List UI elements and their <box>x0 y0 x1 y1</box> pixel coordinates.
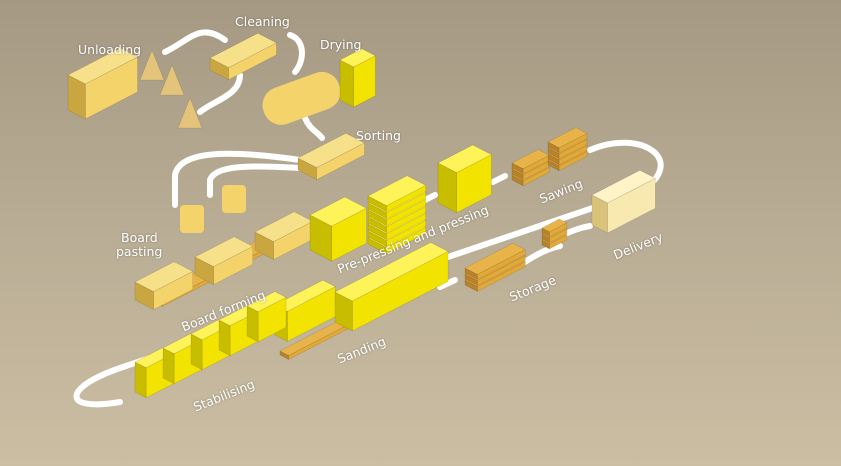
stabilising-block-2-end-face <box>190 333 203 371</box>
cone-2 <box>159 64 185 96</box>
stabilising-block-4-top-face <box>246 291 287 313</box>
label-board-pasting-1: Board <box>121 230 158 245</box>
sawing-to-stack-arrow <box>522 243 563 265</box>
paste-silo-1 <box>222 185 246 213</box>
cleaning-machine-top-face <box>209 32 278 68</box>
prepress-block-top-face <box>309 196 368 227</box>
dryer-burner-end-face <box>339 59 354 108</box>
sorting-to-pasting-arrow-2 <box>207 163 303 198</box>
cleaning-to-drying-arrow <box>287 32 305 75</box>
stabilising-block-0-end-face <box>134 361 147 399</box>
cone-1 <box>139 49 165 81</box>
unloading-truck-top-face <box>67 47 139 85</box>
delivery-truck-top-face <box>591 169 657 204</box>
paste-silo-0 <box>180 205 204 233</box>
unloading-to-cleaning-arrow <box>162 29 228 55</box>
storage-arrow <box>437 277 458 290</box>
forming-machine-0-top-face <box>134 261 194 292</box>
press-block-top-face <box>437 144 493 173</box>
drying-to-sorting-arrow <box>302 115 325 141</box>
label-drying: Drying <box>320 37 362 52</box>
sawn-stack-b-3-top-face <box>547 127 588 149</box>
sorting-machine-top-face <box>297 132 366 168</box>
sorting-to-pasting-arrow-1 <box>172 150 303 208</box>
dryer-burner-top-face <box>339 48 377 68</box>
dryer-drum <box>262 71 341 125</box>
forming-machine-1-top-face <box>194 236 254 267</box>
sanding-block-2-top-face <box>334 242 449 302</box>
delivery-stack-2-top-face <box>541 218 568 233</box>
stabilising-block-1-end-face <box>162 347 175 385</box>
label-cleaning: Cleaning <box>235 14 290 29</box>
stabilising-block-3-end-face <box>218 319 231 357</box>
cleaning-to-waste-arrow <box>197 72 243 115</box>
waste-cone <box>177 97 203 129</box>
label-unloading: Unloading <box>78 42 142 57</box>
press-layer-6-top-face <box>367 175 427 206</box>
press-to-saw-arrow <box>422 192 438 203</box>
stabilising-block-4-end-face <box>246 305 259 343</box>
label-sorting: Sorting <box>356 128 401 143</box>
saw-block-arrow <box>490 173 508 185</box>
storage-stack-2-top-face <box>464 242 526 275</box>
label-board-pasting-2: pasting <box>116 244 163 259</box>
